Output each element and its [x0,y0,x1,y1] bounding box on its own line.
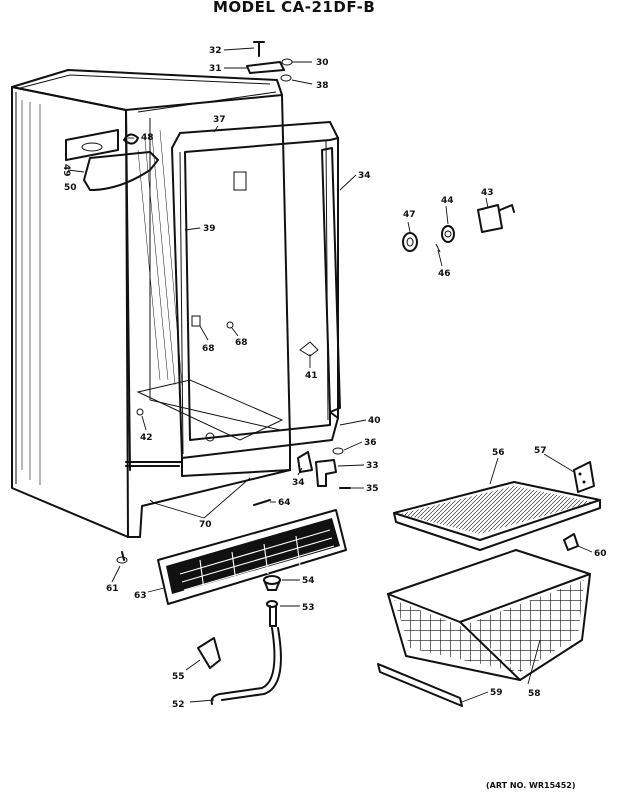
callout-55: 55 [172,672,185,682]
thermostat-parts [402,204,515,253]
callout-57: 57 [534,446,547,456]
callout-39: 39 [203,224,216,234]
callout-70: 70 [199,520,212,530]
drain-parts [116,551,282,705]
callout-46: 46 [438,269,451,279]
callout-32: 32 [209,46,222,56]
callout-64: 64 [278,498,291,508]
toe-grille [157,509,347,605]
callout-42: 42 [140,433,153,443]
callout-38: 38 [316,81,329,91]
callout-40: 40 [368,416,381,426]
callout-43: 43 [481,188,494,198]
callout-47: 47 [403,210,416,220]
page-title: MODEL CA-21DF-B [213,0,376,16]
leader-lines [67,47,593,703]
callout-36: 36 [364,438,377,448]
callout-49: 49 [61,164,71,177]
callout-31: 31 [209,64,222,74]
callout-61: 61 [106,584,119,594]
callout-34b: 34 [292,478,305,488]
art-number: (ART NO. WR15452) [486,781,576,790]
callout-58: 58 [528,689,541,699]
callout-33: 33 [366,461,379,471]
callout-labels: 32 31 30 38 37 48 49 50 34 39 47 44 43 4… [61,46,607,710]
top-hardware [246,41,293,82]
callout-35: 35 [366,484,379,494]
callout-68b: 68 [235,338,248,348]
callout-37: 37 [213,115,226,125]
callout-54: 54 [302,576,315,586]
wire-basket [377,549,591,707]
callout-60: 60 [594,549,607,559]
door-gasket [171,121,339,477]
callout-50: 50 [64,183,77,193]
callout-56: 56 [492,448,505,458]
callout-52: 52 [172,700,185,710]
gasket-strip-34 [321,147,341,413]
callout-30: 30 [316,58,329,68]
callout-34: 34 [358,171,371,181]
callout-53: 53 [302,603,315,613]
cabinet [11,69,291,538]
callout-48: 48 [141,133,154,143]
callout-59: 59 [490,688,503,698]
wire-shelf [393,461,601,551]
callout-63: 63 [134,591,147,601]
callout-68a: 68 [202,344,215,354]
hinge-parts [149,447,351,506]
callout-41: 41 [305,371,318,381]
callout-44: 44 [441,196,454,206]
